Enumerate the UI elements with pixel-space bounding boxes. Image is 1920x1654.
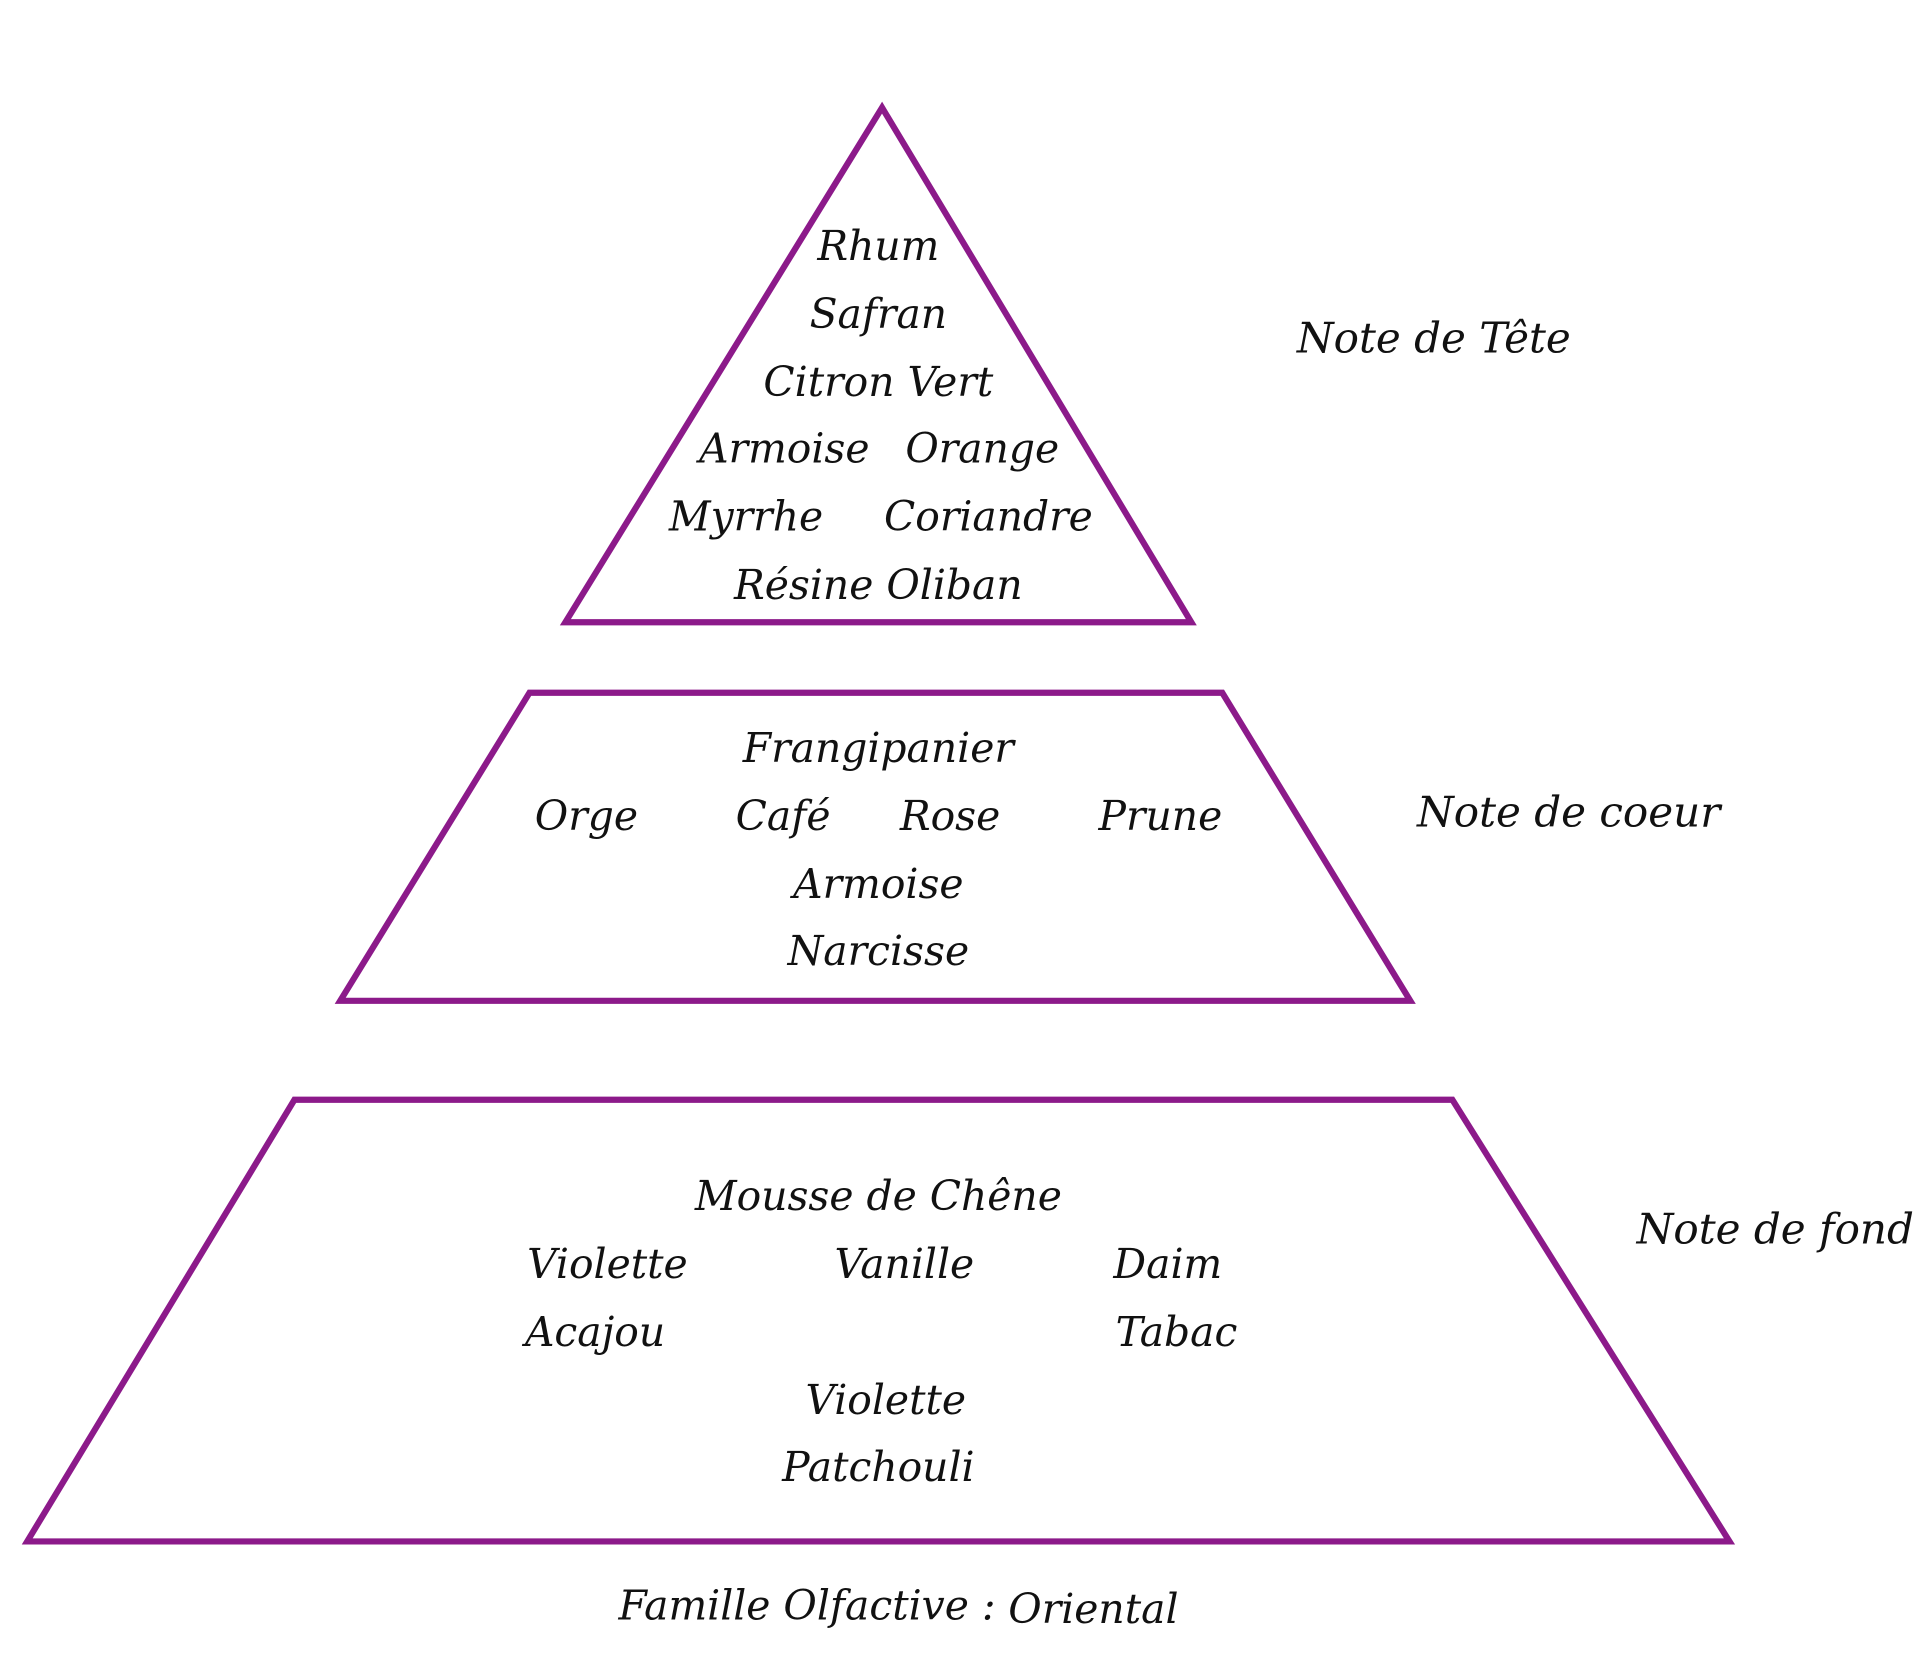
top-note: Citron Vert [763,358,993,406]
heart-note: Rose [899,792,1000,840]
base-note: Vanille [835,1240,975,1288]
family-value: Oriental [1008,1585,1178,1633]
base-note: Acajou [521,1308,665,1356]
heart-note: Narcisse [787,927,970,975]
top-note: Coriandre [884,493,1093,541]
base-note: Mousse de Chêne [694,1172,1062,1220]
top-notes-triangle [559,101,1197,626]
top-notes-label: Note de Tête [1296,314,1571,363]
heart-note: Frangipanier [742,724,1017,772]
heart-note: Armoise [789,860,963,908]
base-notes-label: Note de fond [1636,1204,1914,1253]
top-note: Safran [810,290,948,338]
heart-note: Orge [535,792,638,840]
heart-notes-trapezoid [334,689,1416,1004]
base-note: Tabac [1116,1308,1238,1356]
family-label: Famille Olfactive : [618,1581,996,1629]
top-note: Myrrhe [668,493,823,541]
base-note: Violette [806,1376,967,1424]
base-notes-trapezoid [21,1096,1736,1545]
heart-notes-label: Note de coeur [1416,787,1723,836]
top-note: Résine Oliban [733,561,1023,609]
base-note: Violette [527,1240,688,1288]
heart-note: Café [736,792,831,840]
base-note: Daim [1112,1240,1222,1288]
top-note: Orange [905,425,1059,473]
base-note: Patchouli [781,1443,974,1491]
heart-note: Prune [1098,792,1223,840]
top-note: Armoise [695,425,869,473]
top-note: Rhum [816,222,939,270]
